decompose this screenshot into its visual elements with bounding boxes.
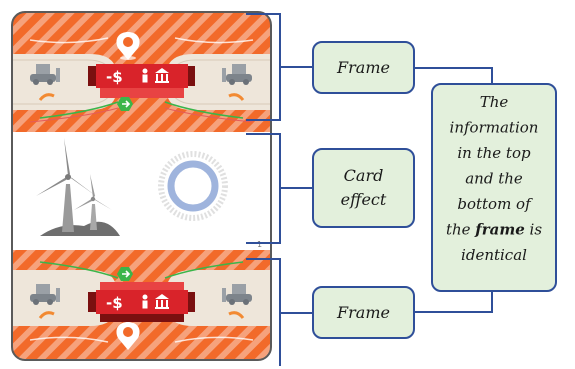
bulldozer-icon (30, 64, 60, 85)
callout-frame-top: Frame (312, 41, 415, 94)
label-card-effect-line2: effect (341, 190, 387, 209)
card-effect-area: 1 (12, 132, 271, 250)
note-segment: in the top (457, 144, 531, 162)
cost-banner-bottom: -$ (88, 282, 195, 322)
card-top-frame: -$ (12, 12, 271, 132)
note-line: and the (465, 170, 523, 188)
label-frame-bottom: Frame (336, 303, 390, 322)
bank-building-icon (155, 294, 169, 309)
curved-arrow-icon (228, 311, 245, 319)
location-pin-icon (116, 322, 140, 350)
note-line: the frame is (446, 221, 542, 239)
green-arrow-badge-icon (117, 97, 133, 111)
note-segment: identical (461, 246, 527, 264)
wind-turbine-icon (36, 138, 120, 236)
note-connectors (414, 67, 493, 313)
curved-arrow-icon (38, 93, 55, 101)
bracket-card-effect (246, 133, 313, 244)
callout-card-effect: Card effect (312, 148, 415, 228)
game-card: -$ (12, 12, 271, 360)
location-pin-icon (116, 32, 140, 60)
cost-banner-top: -$ (88, 64, 195, 98)
note-line: in the top (457, 144, 531, 162)
label-frame-top: Frame (336, 58, 390, 77)
person-icon (142, 294, 148, 309)
person-icon (142, 68, 148, 83)
green-arrow-badge-icon (117, 267, 133, 281)
curved-arrow-icon (228, 93, 245, 101)
bulldozer-icon (30, 284, 60, 305)
card-bottom-frame: -$ (12, 250, 271, 360)
bank-building-icon (155, 68, 169, 83)
note-text: The information in the top and the bottom of… (446, 93, 542, 264)
note-segment: is (525, 221, 543, 239)
note-line: information (450, 119, 539, 137)
note-segment: and the (465, 170, 523, 188)
ring-target-icon (158, 151, 228, 221)
callout-identical-note: The information in the top and the bottom of… (431, 83, 557, 292)
note-line: identical (461, 246, 527, 264)
note-segment: information (450, 119, 539, 137)
page-number: 1 (257, 240, 262, 249)
cost-text-top: -$ (106, 68, 123, 86)
bracket-top-frame (246, 13, 313, 121)
note-line: The (480, 93, 509, 111)
card-border (11, 11, 272, 361)
bulldozer-icon (222, 64, 252, 85)
note-segment: the (446, 221, 475, 239)
bulldozer-icon (222, 284, 252, 305)
bracket-bottom-frame (246, 258, 313, 366)
callout-frame-bottom: Frame (312, 286, 415, 339)
note-segment: The (480, 93, 509, 111)
note-segment: frame (474, 221, 525, 239)
note-segment: bottom of (457, 195, 533, 213)
cost-text-bottom: -$ (106, 294, 123, 312)
note-line: bottom of (457, 195, 533, 213)
label-card-effect-line1: Card (344, 166, 384, 185)
curved-arrow-icon (38, 311, 55, 319)
